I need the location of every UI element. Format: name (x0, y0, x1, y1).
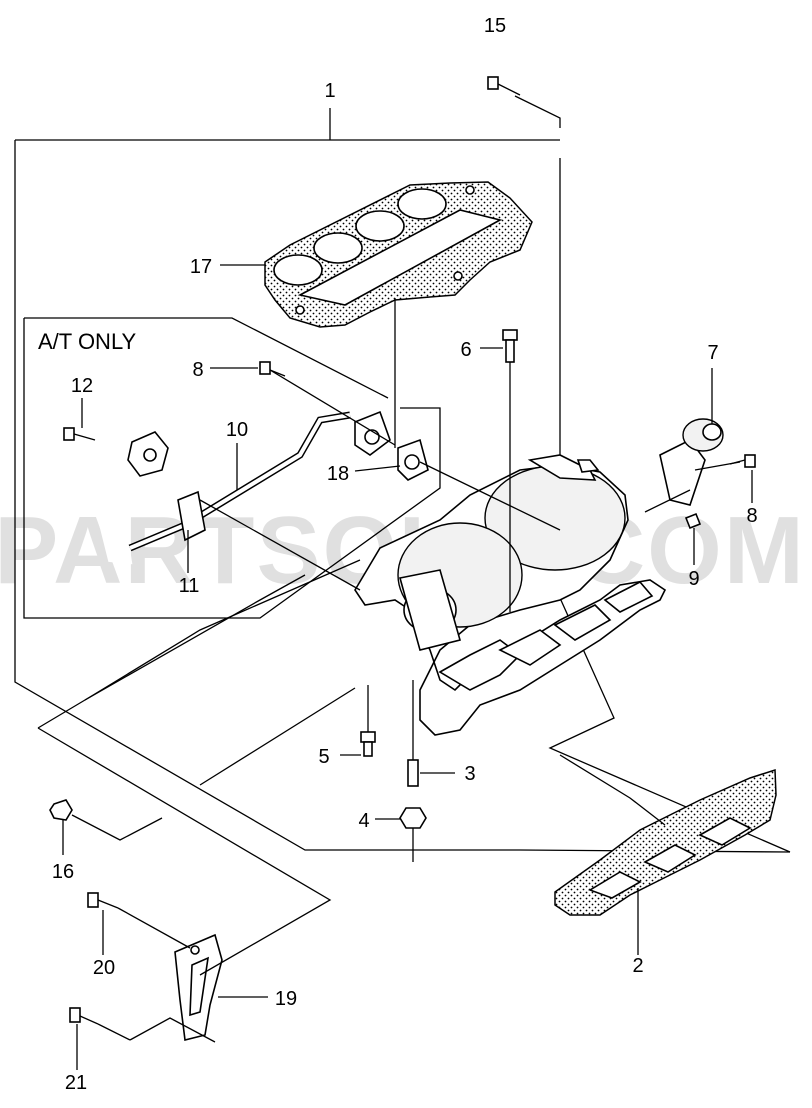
callout-16: 16 (52, 861, 74, 883)
callout-10: 10 (226, 419, 248, 441)
at-only-label: A/T ONLY (38, 329, 137, 354)
nut-4 (399, 807, 427, 829)
bolt-5 (360, 731, 376, 743)
callout-11: 11 (179, 575, 200, 597)
vacuum-actuator (644, 418, 741, 513)
callouts: 1 2 3 4 5 6 7 8 8 9 10 11 12 15 16 17 18… (52, 15, 758, 1094)
bolt-21 (69, 1007, 81, 1023)
callout-8-right: 8 (746, 505, 757, 527)
assembly-boundary (14, 95, 791, 853)
callout-2: 2 (632, 955, 643, 977)
bolt-20 (87, 892, 99, 908)
bolt-8-right (744, 454, 756, 468)
callout-19: 19 (275, 988, 297, 1010)
upper-gasket (264, 181, 533, 328)
callout-8-left: 8 (192, 359, 203, 381)
stud-3 (407, 759, 419, 787)
nut-16 (49, 799, 73, 821)
callout-leaders (62, 264, 753, 1070)
callout-5: 5 (318, 746, 329, 768)
callout-3: 3 (464, 763, 475, 785)
callout-12: 12 (71, 375, 93, 397)
callout-15: 15 (484, 15, 506, 37)
bolt-12 (63, 427, 75, 441)
callout-6: 6 (460, 339, 471, 361)
callout-7: 7 (707, 342, 718, 364)
callout-4: 4 (358, 810, 369, 832)
bolt-15 (487, 76, 499, 90)
bolt-6 (502, 329, 518, 341)
clip-9 (684, 512, 702, 530)
callout-17: 17 (190, 256, 212, 278)
leader-lines (37, 298, 666, 1043)
callout-21: 21 (65, 1072, 87, 1094)
lower-gasket (554, 768, 777, 916)
callout-18: 18 (327, 463, 349, 485)
callout-20: 20 (93, 957, 115, 979)
bolt-8-left (259, 361, 271, 375)
callout-9: 9 (688, 568, 699, 590)
at-only-box: A/T ONLY (23, 317, 441, 619)
callout-1: 1 (324, 80, 335, 102)
fasteners (49, 76, 756, 1025)
pipe-assembly (88, 410, 429, 565)
